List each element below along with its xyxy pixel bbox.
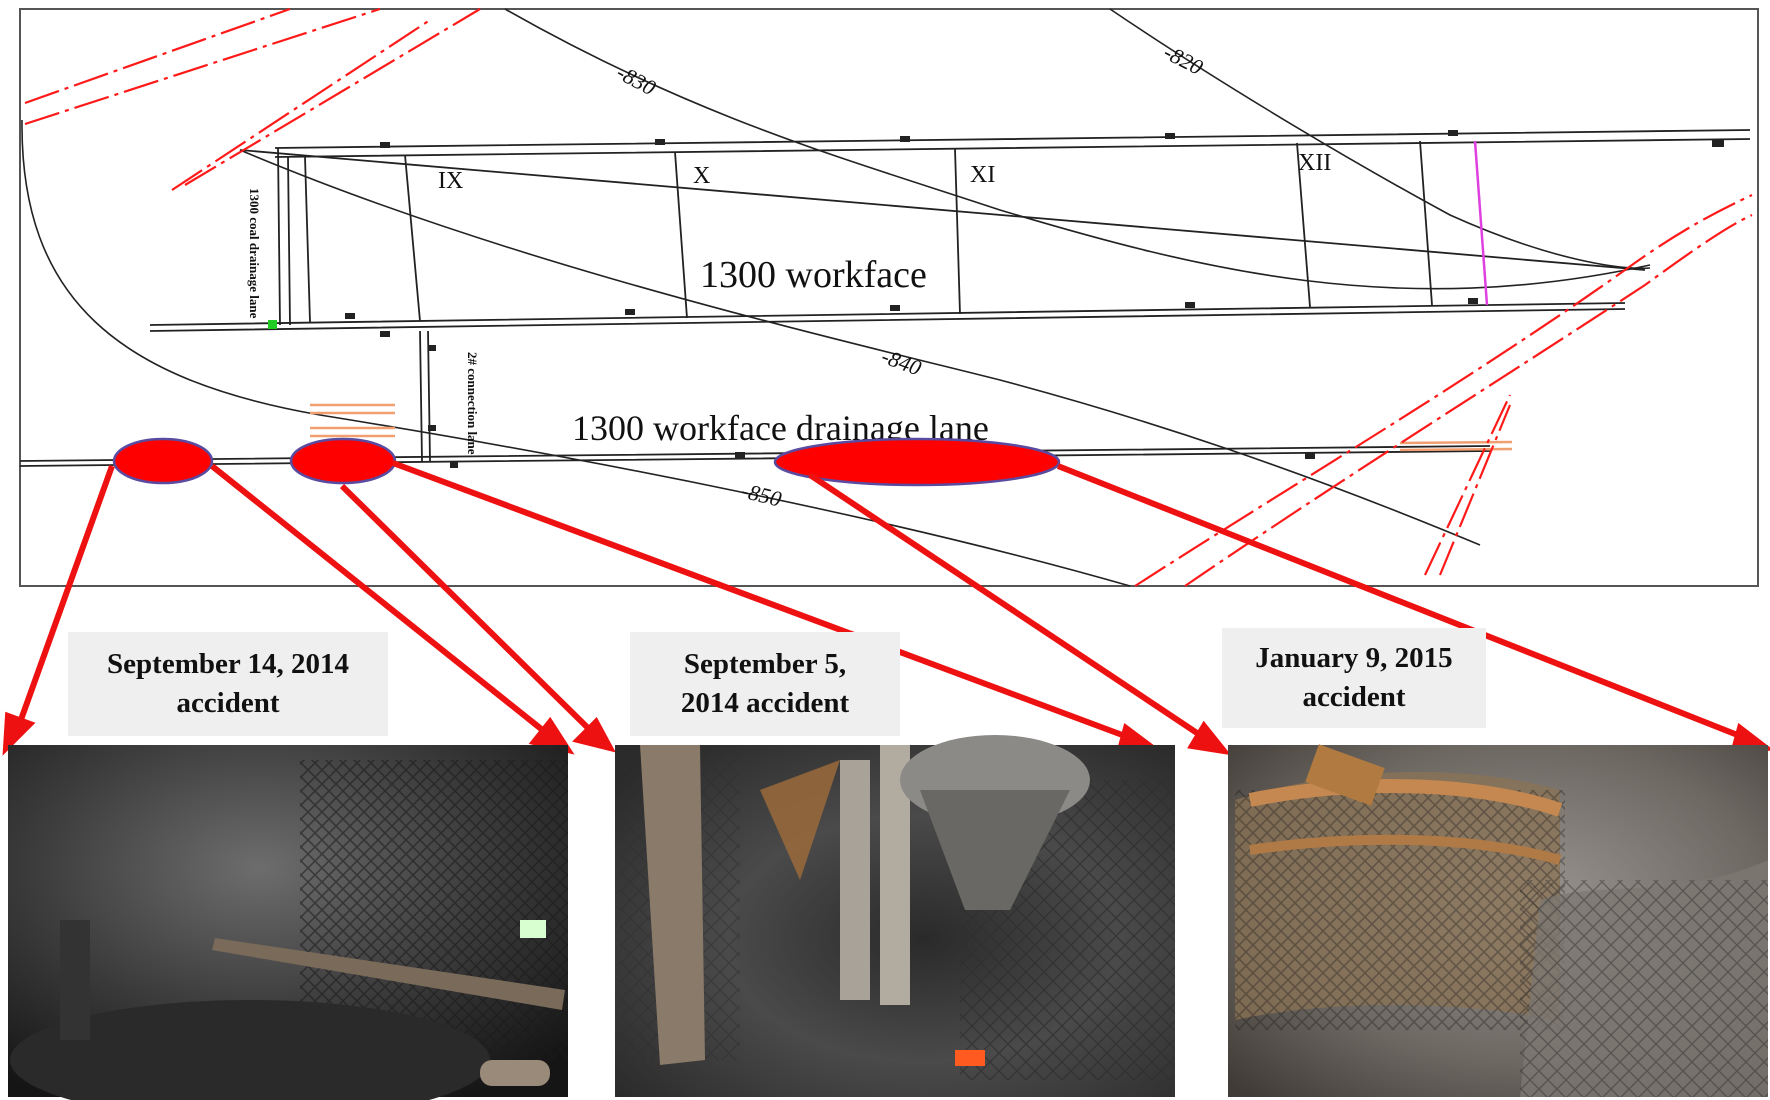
orange-segments xyxy=(310,403,1513,452)
photo-accident-3 xyxy=(1228,744,1768,1097)
middle-tunnel xyxy=(149,302,1626,332)
tunnels xyxy=(19,129,1751,467)
map-frame xyxy=(19,8,1759,587)
photo-accident-1 xyxy=(8,745,568,1100)
panel-label-x: X xyxy=(693,163,710,189)
cutoff-line xyxy=(239,149,1646,271)
caption-3-line-2: accident xyxy=(1302,681,1406,713)
contour-lines xyxy=(21,8,1651,587)
caption-2-line-1: September 5, xyxy=(683,648,847,680)
contour-850 xyxy=(21,119,1131,587)
workface-label: 1300 workface xyxy=(700,254,927,296)
connector-lane xyxy=(419,330,431,462)
caption-accident-1: September 14, 2014 accident xyxy=(68,632,388,736)
caption-3-line-1: January 9, 2015 xyxy=(1255,642,1453,674)
panel-label-xi: XI xyxy=(970,162,995,188)
contour-830 xyxy=(504,8,1651,290)
caption-accident-2: September 5, 2014 accident xyxy=(630,632,900,736)
mine-map: IX X XI XII -830 -820 -840 -850 1300 wor… xyxy=(19,7,1759,587)
drainage-lane xyxy=(19,445,1491,467)
contour-820 xyxy=(1109,8,1651,270)
caption-1-line-2: accident xyxy=(176,687,280,719)
left-vertical-lane xyxy=(277,147,291,326)
fault-lines xyxy=(24,7,1753,587)
upper-tunnel xyxy=(274,129,1751,158)
connector-lane-label: 2# connection lane xyxy=(465,352,480,455)
caption-2-line-2: 2014 accident xyxy=(680,687,850,719)
contour-840 xyxy=(239,149,1481,546)
left-lane-label: 1300 coal drainage lane xyxy=(247,188,262,319)
callout-arrows xyxy=(2,460,1770,756)
accident-marker-2 xyxy=(289,437,397,485)
accident-marker-1 xyxy=(112,437,214,485)
panel-boundaries xyxy=(304,140,1433,323)
caption-accident-3: January 9, 2015 accident xyxy=(1222,628,1486,728)
accident-marker-3 xyxy=(773,437,1061,487)
panel-label-xii: XII xyxy=(1298,150,1331,176)
caption-1-line-1: September 14, 2014 xyxy=(107,648,349,680)
green-marker xyxy=(268,320,277,329)
accident-markers xyxy=(112,437,1061,487)
panel-label-ix: IX xyxy=(438,168,463,194)
pink-boundary xyxy=(1473,140,1489,306)
photo-accident-2 xyxy=(615,735,1175,1097)
tunnel-ticks xyxy=(345,130,1724,468)
